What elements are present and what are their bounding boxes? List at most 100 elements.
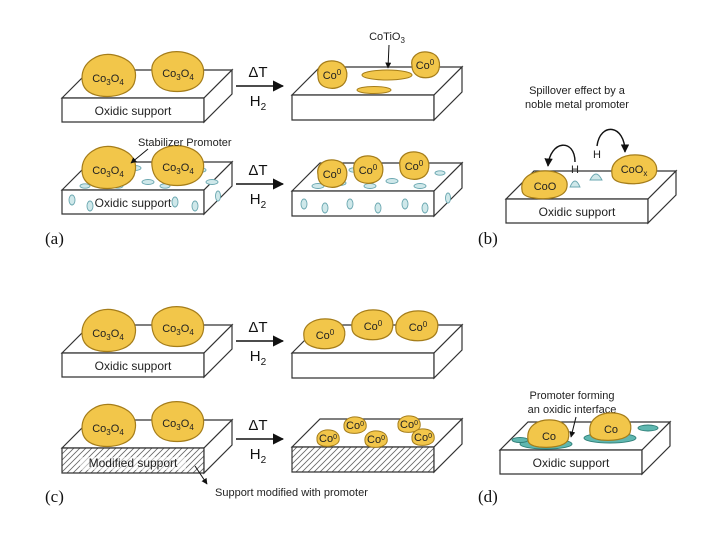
interface-label-line2: an oxidic interface xyxy=(528,404,617,416)
svg-text:Co0: Co0 xyxy=(359,163,378,177)
hydrogen-label: H xyxy=(571,164,579,176)
coox-particle: CoOx xyxy=(611,154,658,185)
cobalt-oxide-particle: Co3O4 xyxy=(81,53,137,98)
stabilizer-pointer xyxy=(130,148,149,164)
delta-t-label: ΔT xyxy=(248,319,267,336)
cobalt-oxide-particle: Co3O4 xyxy=(151,145,205,187)
panel-a-row2-before: Oxidic support Co3O4 Co3O4 Stabilizer Pr… xyxy=(60,137,234,216)
h2-label: H2 xyxy=(250,348,267,368)
modified-support-label: Modified support xyxy=(89,456,178,470)
reduction-arrow: ΔT H2 xyxy=(236,162,285,211)
panel-label-d: (d) xyxy=(478,487,498,506)
h2-label: H2 xyxy=(250,191,267,211)
modified-support-pointer xyxy=(194,465,208,485)
svg-text:Co3O4: Co3O4 xyxy=(162,323,194,337)
spillover-label-line1: Spillover effect by a xyxy=(529,85,626,97)
panel-b: Spillover effect by a noble metal promot… xyxy=(504,85,678,225)
h2-label: H2 xyxy=(250,93,267,113)
metallic-cobalt-particle: Co0 xyxy=(411,51,441,79)
cotio3-pointer xyxy=(385,44,392,69)
panel-a-row1-after: Co0 Co0 CoTiO3 xyxy=(290,31,464,122)
delta-t-label: ΔT xyxy=(248,162,267,179)
svg-text:Co3O4: Co3O4 xyxy=(92,423,124,437)
cotio3-layer xyxy=(356,86,392,94)
svg-text:Co0: Co0 xyxy=(414,432,432,444)
support-label: Oxidic support xyxy=(539,205,616,219)
small-cobalt-particle: Co0 xyxy=(316,429,340,447)
cobalt-oxide-particle: Co3O4 xyxy=(81,145,137,190)
h2-label: H2 xyxy=(250,446,267,466)
svg-text:CoO: CoO xyxy=(534,181,557,193)
panel-c-row1-before: Oxidic support Co3O4 Co3O4 xyxy=(60,306,234,379)
spillover-arrow xyxy=(544,144,576,167)
cobalt-oxide-particle: Co3O4 xyxy=(151,401,205,443)
svg-text:Co0: Co0 xyxy=(405,159,424,173)
support-label: Oxidic support xyxy=(95,104,172,118)
svg-text:Co0: Co0 xyxy=(323,68,342,82)
cobalt-particle: Co xyxy=(527,419,570,448)
panel-a-row1-before: Oxidic support Co3O4 Co3O4 xyxy=(60,51,234,124)
metallic-cobalt-particle: Co0 xyxy=(303,318,346,350)
svg-text:Co3O4: Co3O4 xyxy=(92,328,124,342)
svg-text:CoOx: CoOx xyxy=(621,164,648,178)
hydrogen-label: H xyxy=(593,149,601,161)
panel-label-a: (a) xyxy=(45,229,64,248)
support-label: Oxidic support xyxy=(95,359,172,373)
metallic-cobalt-particle: Co0 xyxy=(353,155,384,184)
cobalt-oxide-particle: Co3O4 xyxy=(81,403,137,448)
small-cobalt-particle: Co0 xyxy=(411,428,435,446)
cobalt-oxide-particle: Co3O4 xyxy=(81,308,137,353)
support-modified-caption: Support modified with promoter xyxy=(215,487,368,499)
panel-label-b: (b) xyxy=(478,229,498,248)
cobalt-particle: Co xyxy=(589,412,632,441)
svg-text:Co: Co xyxy=(542,431,556,443)
small-cobalt-particle: Co0 xyxy=(397,415,421,433)
svg-text:Co: Co xyxy=(604,424,618,436)
metallic-cobalt-particle: Co0 xyxy=(317,60,348,89)
svg-text:Co3O4: Co3O4 xyxy=(162,418,194,432)
svg-text:Co0: Co0 xyxy=(367,434,385,446)
stabilizer-label: Stabilizer Promoter xyxy=(138,137,232,149)
support-label: Oxidic support xyxy=(533,456,610,470)
metallic-cobalt-particle: Co0 xyxy=(351,309,394,341)
metallic-cobalt-particle: Co0 xyxy=(317,159,348,188)
panel-d: Promoter forming an oxidic interface Oxi… xyxy=(498,390,672,476)
spillover-label-line2: noble metal promoter xyxy=(525,99,629,111)
cotio3-layer xyxy=(361,69,413,81)
panel-label-c: (c) xyxy=(45,487,64,506)
noble-metal-promoter xyxy=(569,173,603,188)
svg-text:Co0: Co0 xyxy=(319,433,337,445)
reduction-arrow: ΔT H2 xyxy=(236,64,285,113)
svg-text:Co0: Co0 xyxy=(409,320,428,334)
svg-text:Co0: Co0 xyxy=(416,58,435,72)
svg-text:Co0: Co0 xyxy=(364,319,383,333)
interface-pointer xyxy=(569,416,577,438)
reduction-arrow: ΔT H2 xyxy=(236,319,285,368)
panel-c-row2-before: Modified support Co3O4 Co3O4 xyxy=(60,401,234,485)
svg-text:Co3O4: Co3O4 xyxy=(162,68,194,82)
small-cobalt-particle: Co0 xyxy=(364,430,388,448)
cobalt-oxide-particle: Co3O4 xyxy=(151,306,205,348)
panel-c-row2-after: Co0 Co0 Co0 Co0 Co0 xyxy=(290,415,464,474)
delta-t-label: ΔT xyxy=(248,417,267,434)
interface-label-line1: Promoter forming xyxy=(530,390,615,402)
svg-text:Co0: Co0 xyxy=(316,328,335,342)
svg-text:Co0: Co0 xyxy=(346,420,364,432)
svg-text:Co3O4: Co3O4 xyxy=(92,165,124,179)
reduction-arrow: ΔT H2 xyxy=(236,417,285,466)
metallic-cobalt-particle: Co0 xyxy=(399,151,430,180)
svg-text:Co0: Co0 xyxy=(400,419,418,431)
delta-t-label: ΔT xyxy=(248,64,267,81)
small-cobalt-particle: Co0 xyxy=(343,416,367,434)
support-label: Oxidic support xyxy=(95,196,172,210)
panel-a-row2-after: Co0 Co0 Co0 xyxy=(290,151,464,218)
panel-c-row1-after: Co0 Co0 Co0 xyxy=(290,309,464,380)
spillover-arrow xyxy=(596,128,630,153)
svg-text:Co3O4: Co3O4 xyxy=(92,73,124,87)
metallic-cobalt-particle: Co0 xyxy=(395,310,439,342)
svg-text:Co3O4: Co3O4 xyxy=(162,162,194,176)
cotio3-label: CoTiO3 xyxy=(369,31,405,45)
svg-text:Co0: Co0 xyxy=(323,167,342,181)
cobalt-oxide-particle: Co3O4 xyxy=(151,51,205,93)
